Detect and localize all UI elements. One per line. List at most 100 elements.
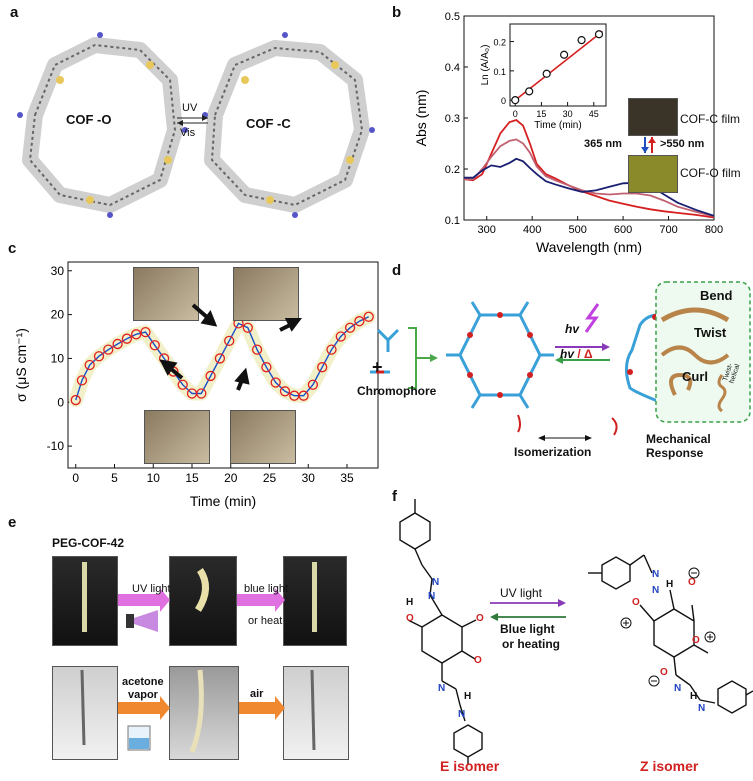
e-top-ring — [399, 512, 431, 550]
z-atom-n3: N — [674, 683, 681, 694]
panel-f-molecules: N N H O O O N H N N N H O O O O H N N — [399, 499, 753, 765]
twist-strip — [660, 345, 730, 365]
e-atom-n4: N — [458, 709, 465, 720]
c-ytick-label-2: 10 — [51, 351, 65, 365]
panel-label-a: a — [10, 4, 19, 21]
b-inset-xtick-label-3: 45 — [589, 109, 599, 119]
blue-light-label: blue light — [244, 583, 289, 595]
or-heat-label: or heat — [248, 615, 283, 627]
uv-light-label: UV light — [132, 583, 171, 595]
hv-delta-symbol: / Δ — [577, 347, 593, 361]
f-uv-light-label: UV light — [500, 586, 543, 600]
cof-c-film-label: COF-C film — [680, 112, 740, 126]
b-inset-xlabel: Time (min) — [534, 120, 581, 131]
z-atom-o2: O — [632, 597, 640, 608]
c-point-22 — [270, 377, 281, 388]
curl-strip — [669, 372, 693, 396]
panel-label-d: d — [392, 262, 402, 279]
b-main-ylabel: Abs (nm) — [413, 90, 429, 147]
c-pointer-arrows — [159, 303, 302, 391]
c-point-14 — [196, 388, 207, 399]
b-inset-point-5 — [594, 30, 604, 39]
bend-strip — [660, 307, 730, 323]
c-xtick-label-5: 25 — [263, 471, 277, 485]
z-atom-o3: O — [692, 635, 700, 646]
c-point-9 — [149, 340, 160, 351]
c-photo-2 — [233, 267, 299, 321]
b-series-0 — [463, 118, 715, 219]
c-frame — [67, 261, 379, 469]
b-inset-point-0 — [511, 96, 520, 105]
b-inset-xtick-label-2: 30 — [563, 109, 573, 119]
b-inset-xtick-label-1: 15 — [536, 109, 546, 119]
vis-nm-label: >550 nm — [660, 138, 705, 150]
c-xtick-label-7: 35 — [340, 471, 354, 485]
c-point-7 — [131, 329, 142, 340]
c-point-31 — [354, 316, 365, 327]
trigonal-linker — [376, 328, 400, 352]
hv-label: hv — [565, 322, 580, 336]
curl-label: Curl — [682, 369, 708, 384]
c-xtick-label-6: 30 — [302, 471, 316, 485]
c-xtick-label-0: 0 — [72, 471, 79, 485]
c-point-12 — [177, 379, 188, 390]
beaker-icon — [127, 725, 151, 751]
c-point-0 — [70, 394, 81, 406]
b-inset-ytick-label-2: 0.2 — [493, 38, 506, 48]
peg-cof-title: PEG-COF-42 — [52, 536, 125, 550]
c-point-26 — [307, 379, 319, 390]
z-atom-o1: O — [688, 577, 696, 588]
hv-delta-label: hv / Δ — [560, 347, 593, 361]
e-atom-o2: O — [476, 613, 484, 624]
f-blue-light-label: Blue light — [500, 622, 555, 636]
switch-arrows-icon — [641, 137, 656, 153]
c-ytick-label-0: -10 — [47, 439, 65, 453]
cof-c-label: COF -C — [246, 116, 291, 131]
isomerization-label: Isomerization — [514, 445, 592, 459]
f-or-heating-label: or heating — [502, 637, 561, 651]
b-main-ytick-label-2: 0.3 — [445, 113, 460, 125]
b-series-1 — [464, 138, 715, 218]
c-photo-3 — [144, 410, 210, 464]
e-photo-6 — [283, 666, 349, 760]
lightning-icon — [584, 303, 600, 333]
c-point-21 — [261, 362, 272, 373]
c-xtick-label-1: 5 — [111, 471, 118, 485]
panel-a-structures — [17, 32, 375, 218]
c-ytick-label-1: 0 — [57, 395, 64, 409]
c-point-19 — [242, 322, 253, 333]
b-inset-ytick-label-0: 0 — [501, 96, 506, 106]
e-atom-o1: O — [406, 613, 414, 624]
z-right-ring — [717, 680, 747, 714]
air-label: air — [250, 688, 264, 700]
z-atom-n4: N — [698, 703, 705, 714]
b-main-ytick-label-0: 0.1 — [445, 215, 460, 227]
cof-c-film-photo — [628, 98, 678, 136]
b-main-xtick-label-5: 800 — [705, 224, 723, 236]
c-photo-1 — [133, 267, 199, 321]
b-main-ytick-label-3: 0.4 — [445, 62, 460, 74]
c-point-8 — [140, 326, 151, 338]
c-point-6 — [121, 333, 133, 344]
c-point-25 — [298, 390, 309, 401]
c-xtick-label-2: 10 — [147, 471, 161, 485]
c-point-32 — [363, 311, 374, 322]
cof-o-film-label: COF-O film — [680, 166, 741, 180]
b-inset-point-3 — [560, 50, 569, 59]
chromophore-label: Chromophore — [357, 384, 437, 398]
b-main-xtick-label-2: 500 — [568, 224, 586, 236]
z-atom-h1: H — [666, 579, 673, 590]
z-isomer-label: Z isomer — [640, 758, 699, 774]
c-point-15 — [205, 370, 216, 382]
z-atom-n1: N — [652, 569, 659, 580]
c-xtick-label-3: 15 — [185, 471, 199, 485]
b-main-ytick-label-4: 0.5 — [445, 11, 460, 23]
b-main-xtick-label-0: 300 — [478, 224, 496, 236]
c-point-30 — [344, 322, 356, 333]
panel-label-c: c — [8, 240, 17, 257]
cof-o-label: COF -O — [66, 112, 112, 127]
b-inset-point-4 — [577, 36, 586, 45]
e-atom-o3: O — [474, 655, 482, 666]
c-point-23 — [279, 386, 291, 397]
